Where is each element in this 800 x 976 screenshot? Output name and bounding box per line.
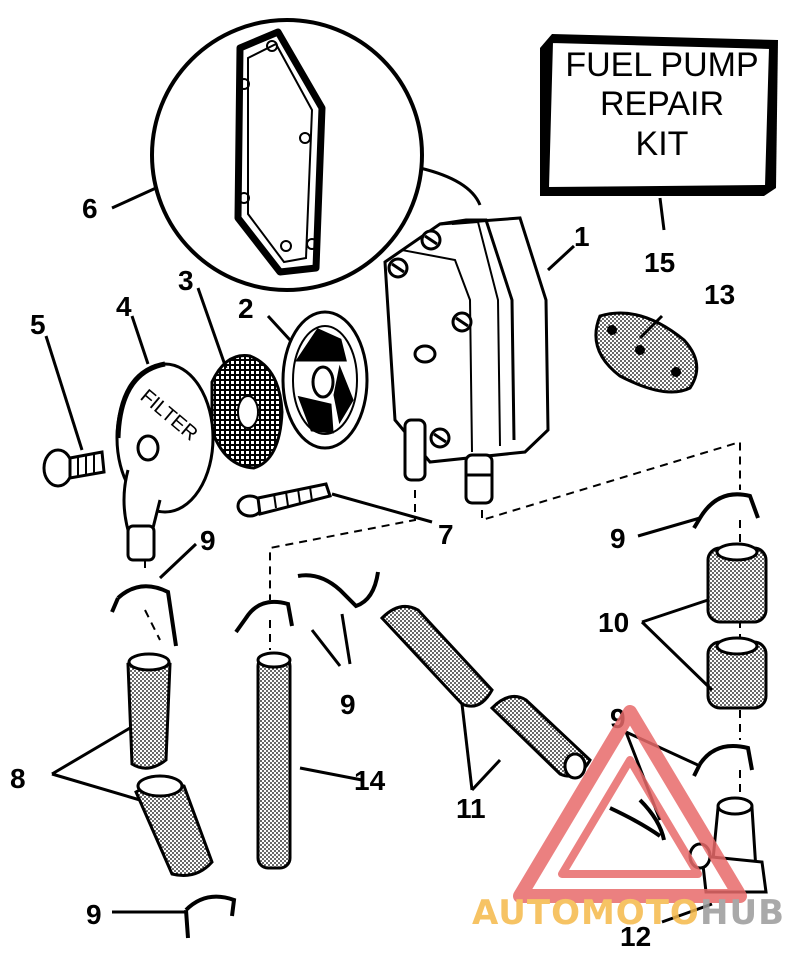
- watermark-word1: AUTOMOTO: [472, 893, 700, 933]
- callout-9-bottom-left: 9: [86, 899, 102, 930]
- callout-numbers: 1 2 3 4 5 6 7 8 9 9 9 9 9 10 11 12 13 14…: [10, 193, 735, 952]
- thumb-screw: [42, 448, 106, 488]
- callout-11: 11: [456, 793, 486, 824]
- callout-15: 15: [644, 247, 675, 278]
- filter-cover: FILTER: [115, 361, 215, 562]
- callout-7: 7: [438, 519, 454, 550]
- gasket-detail-circle: [150, 18, 482, 292]
- fuel-pump-body: [383, 216, 550, 505]
- automotohub-watermark: AUTOMOTO HUB: [472, 705, 785, 933]
- long-fuel-hose: [256, 651, 292, 870]
- callout-1: 1: [574, 221, 590, 252]
- callout-13: 13: [704, 279, 735, 310]
- kit-box-line2: REPAIR: [600, 85, 724, 123]
- callout-6: 6: [82, 193, 98, 224]
- check-valve-disk: [281, 310, 369, 450]
- callout-10: 10: [598, 607, 629, 638]
- kit-box-line3: KIT: [636, 125, 689, 163]
- filter-screen: [210, 354, 284, 470]
- callout-4: 4: [116, 291, 132, 322]
- callout-3: 3: [178, 265, 194, 296]
- callout-2: 2: [238, 293, 254, 324]
- callout-9-top-right: 9: [610, 523, 626, 554]
- fuel-hoses-pair: [379, 604, 592, 780]
- repair-kit-box: FUEL PUMP REPAIR KIT: [540, 34, 778, 196]
- callout-12: 12: [620, 921, 651, 952]
- callout-8: 8: [10, 763, 26, 794]
- hose-clamps: [110, 492, 760, 939]
- callout-9-top-left: 9: [200, 525, 216, 556]
- cover-screw: [236, 482, 332, 518]
- watermark-word2: HUB: [700, 893, 785, 933]
- callout-5: 5: [30, 309, 46, 340]
- short-hoses-right: [706, 542, 768, 710]
- short-hoses: [126, 652, 214, 877]
- callout-9-middle: 9: [340, 689, 356, 720]
- mounting-gasket: [594, 311, 699, 394]
- callout-14: 14: [354, 765, 386, 796]
- kit-box-line1: FUEL PUMP: [565, 46, 758, 84]
- assembly-guide-lines: [144, 440, 741, 800]
